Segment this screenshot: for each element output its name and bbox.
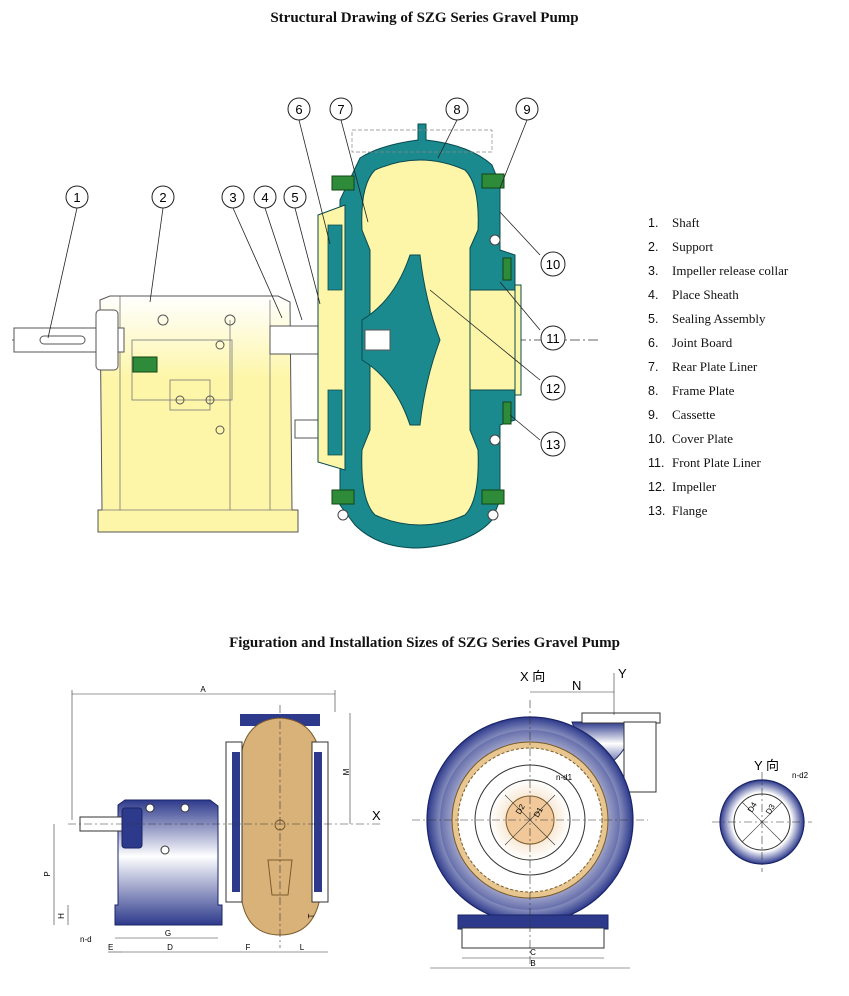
svg-text:5: 5 — [291, 190, 298, 205]
structural-drawing-title: Structural Drawing of SZG Series Gravel … — [270, 10, 579, 26]
y-view-label: Y 向 — [754, 758, 779, 773]
part-item: 12.Impeller — [648, 479, 717, 494]
part-item: 13.Flange — [648, 503, 708, 518]
pump-casing — [317, 123, 522, 549]
svg-text:9: 9 — [523, 102, 530, 117]
callout-11: 11 — [540, 325, 566, 351]
dim-n-d2: n-d2 — [792, 771, 809, 780]
part-item: 2.Support — [648, 239, 714, 254]
y-view: Y 向 n-d2 D3 D4 — [712, 758, 812, 872]
callout-1: 1 — [65, 185, 89, 209]
svg-text:4: 4 — [261, 190, 268, 205]
dim-P: P — [43, 871, 52, 876]
svg-text:8: 8 — [453, 102, 460, 117]
dim-D: D — [167, 943, 173, 952]
dim-n-d1: n-d1 — [556, 773, 573, 782]
x-view: X 向 N Y n-d1 D1 D2 C B — [412, 666, 661, 969]
dim-X: X — [372, 808, 381, 823]
dim-n-d: n-d — [80, 935, 92, 944]
svg-text:7: 7 — [337, 102, 344, 117]
callout-10: 10 — [540, 251, 566, 277]
part-item: 11.Front Plate Liner — [648, 455, 761, 470]
callout-6: 6 — [287, 97, 311, 121]
callout-8: 8 — [445, 97, 469, 121]
x-view-label: X 向 — [520, 669, 545, 684]
part-item: 8.Frame Plate — [648, 383, 735, 398]
callout-13: 13 — [540, 431, 566, 457]
svg-text:10: 10 — [546, 257, 560, 272]
dim-H: H — [57, 913, 66, 919]
dim-B: B — [530, 959, 535, 968]
dim-Y: Y — [618, 666, 627, 681]
svg-text:2: 2 — [159, 190, 166, 205]
part-item: 3.Impeller release collar — [648, 263, 789, 278]
part-item: 6.Joint Board — [648, 335, 733, 350]
installation-sizes-title: Figuration and Installation Sizes of SZG… — [229, 635, 620, 651]
side-view: A M X P H n-d E G D F L T — [43, 685, 381, 953]
svg-text:11: 11 — [546, 331, 560, 346]
structural-drawing: 1 2 3 4 5 6 7 8 9 10 11 12 13 — [12, 97, 600, 549]
callout-9: 9 — [515, 97, 539, 121]
callout-3: 3 — [221, 185, 245, 209]
callout-12: 12 — [540, 375, 566, 401]
leader-lines — [47, 119, 541, 441]
dim-F: F — [246, 943, 251, 952]
dim-L: L — [300, 943, 305, 952]
dim-C: C — [530, 948, 536, 957]
dim-E: E — [108, 943, 113, 952]
support-frame — [97, 295, 299, 533]
part-item: 4.Place Sheath — [648, 287, 739, 302]
callout-4: 4 — [253, 185, 277, 209]
dim-T: T — [307, 913, 316, 918]
part-item: 1.Shaft — [648, 215, 700, 230]
part-item: 10.Cover Plate — [648, 431, 734, 446]
callout-2: 2 — [151, 185, 175, 209]
parts-legend: 1.Shaft 2.Support 3.Impeller release col… — [648, 214, 788, 526]
callout-5: 5 — [283, 185, 307, 209]
svg-text:1: 1 — [73, 190, 80, 205]
part-item: 9.Cassette — [648, 407, 716, 422]
dim-G: G — [165, 929, 171, 938]
dim-A: A — [200, 685, 206, 694]
svg-text:3: 3 — [229, 190, 236, 205]
part-item: 7.Rear Plate Liner — [648, 359, 758, 374]
dim-M: M — [342, 768, 351, 775]
dim-N: N — [572, 678, 581, 693]
svg-text:12: 12 — [546, 381, 560, 396]
callout-7: 7 — [329, 97, 353, 121]
part-item: 5.Sealing Assembly — [648, 311, 766, 326]
svg-text:6: 6 — [295, 102, 302, 117]
svg-text:13: 13 — [546, 437, 560, 452]
